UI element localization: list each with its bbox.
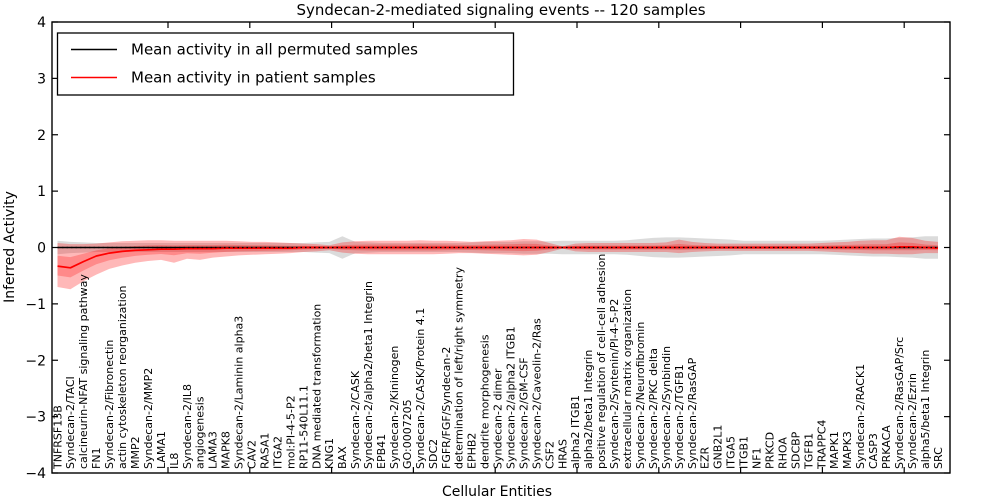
x-axis-label: Cellular Entities: [442, 484, 552, 500]
entity-label: CAV2: [246, 440, 259, 469]
entity-label: ITGB1: [738, 436, 751, 469]
entity-label: CSF2: [543, 441, 556, 469]
entity-label: NF1: [751, 447, 764, 469]
entity-label: DNA mediated transformation: [310, 304, 323, 469]
patient-std-band-inner: [57, 242, 938, 278]
y-tick-label: −2: [25, 353, 46, 369]
entity-label: Syndecan-2/CASK: [349, 370, 362, 469]
entity-label: SRC: [932, 447, 945, 469]
legend-label-permuted: Mean activity in all permuted samples: [131, 41, 418, 59]
patient-std-band-outer: [57, 236, 938, 290]
y-tick-label: −4: [25, 466, 46, 482]
entity-label: Syndecan-2/GM-CSF: [517, 357, 530, 469]
entity-label: GO:0007205: [401, 399, 414, 469]
entity-label: alpha5/beta1 Integrin: [919, 350, 932, 469]
entity-label: Syndecan-2/RasGAP/Src: [893, 337, 906, 469]
y-tick-label: 4: [37, 15, 46, 31]
line-layer: [57, 246, 939, 269]
entity-label: mol:PI-4-5-P2: [284, 395, 297, 469]
entity-label: calcineurin-NFAT signaling pathway: [77, 274, 90, 469]
entity-label: Syndecan-2/MMP2: [142, 368, 155, 469]
entity-label: FGFR/FGF/Syndecan-2: [440, 347, 453, 469]
entity-label: SDCBP: [789, 431, 802, 469]
entity-label: SDC2: [427, 439, 440, 469]
y-tick-label: 1: [37, 184, 46, 200]
entity-label: PRKCD: [764, 432, 777, 469]
entity-label: Syndecan-2/Synbindin: [660, 346, 673, 469]
y-tick-label: 2: [37, 128, 46, 144]
entity-label: alpha2/beta1 Integrin: [582, 350, 595, 469]
entity-label: dendrite morphogenesis: [479, 334, 492, 469]
entity-label: MMP2: [129, 436, 142, 469]
entity-label: Syndecan-2/alpha2 ITGB1: [505, 326, 518, 469]
entity-label: IL8: [168, 453, 181, 469]
entity-label: KNG1: [323, 438, 336, 469]
entity-label: Syndecan-2/Kininogen: [388, 346, 401, 469]
entity-label: Syndecan-2/PKC delta: [647, 348, 660, 469]
entity-label: Syndecan-2/Laminin alpha3: [233, 316, 246, 469]
entity-label: Syndecan-2/Fibronectin: [103, 340, 116, 469]
entity-label: MAPK8: [220, 431, 233, 469]
entity-label: Syndecan-2/TGFB1: [673, 364, 686, 469]
entity-label: RHOA: [776, 437, 789, 469]
entity-label: RASA1: [259, 433, 272, 469]
y-tick-label: −3: [25, 410, 46, 426]
entity-label: Syndecan-2/CASK/Protein 4.1: [414, 308, 427, 469]
legend-box: [56, 32, 515, 96]
entity-label: Syndecan-2/IL8: [181, 384, 194, 469]
entity-label: Syndecan-2/Neurofibromin: [634, 322, 647, 469]
plot-frame: [51, 21, 951, 474]
entity-label: PRKACA: [880, 425, 893, 469]
entity-label: FN1: [90, 447, 103, 469]
legend-label-patient: Mean activity in patient samples: [131, 69, 376, 87]
entity-label: TNFRSF13B: [51, 405, 64, 470]
entity-label: Syndecan-2/Caveolin-2/Ras: [530, 318, 543, 469]
entity-label: angiogenesis: [194, 396, 207, 469]
entity-label: Syndecan-2/TACI: [64, 376, 77, 469]
entity-label: ITGA2: [271, 436, 284, 469]
entity-label: alpha2 ITGB1: [569, 395, 582, 469]
entity-label: Syndecan-2 dimer: [492, 368, 505, 469]
entity-label: Syndecan-2/RasGAP: [686, 357, 699, 469]
entity-label: EZR: [699, 447, 712, 469]
entity-label: LAMA1: [155, 431, 168, 469]
entity-label: ITGA5: [725, 436, 738, 469]
entity-label: GNB2L1: [712, 425, 725, 469]
entity-label: actin cytoskeleton reorganization: [116, 285, 129, 469]
entity-label: RP11-540L11.1: [297, 385, 310, 469]
y-axis-label: Inferred Activity: [2, 191, 18, 303]
band-layer: [57, 236, 938, 290]
y-tick-labels: 4 3 2 1 0 −1 −2 −3 −4: [25, 15, 46, 482]
y-tick-label: −1: [25, 297, 46, 313]
chart-title: Syndecan-2-mediated signaling events -- …: [296, 1, 705, 19]
entity-label: MAPK1: [828, 431, 841, 469]
entity-label: Syndecan-2/alpha2/beta1 Integrin: [362, 281, 375, 469]
entity-label: BAX: [336, 446, 349, 469]
y-tick-label: 0: [37, 241, 46, 257]
entity-label: LAMA3: [207, 431, 220, 469]
entity-label: extracellular matrix organization: [621, 289, 634, 469]
entity-label: TRAPPC4: [815, 420, 828, 470]
legend: Mean activity in all permuted samples Me…: [56, 32, 515, 96]
entity-label: EPHB2: [466, 433, 479, 469]
entity-label: positive regulation of cell-cell adhesio…: [595, 254, 608, 469]
entity-label: Syndecan-2/Ezrin: [906, 373, 919, 469]
entity-label: Syndecan-2/Syntenin/PI-4-5-P2: [608, 299, 621, 469]
entity-label: determination of left/right symmetry: [453, 267, 466, 469]
y-tick-label: 3: [37, 71, 46, 87]
entity-label: Syndecan-2/RACK1: [854, 364, 867, 469]
entity-label: TGFB1: [802, 433, 815, 470]
entity-label: CASP3: [867, 433, 880, 469]
entity-label: EPB41: [375, 434, 388, 469]
entity-label: MAPK3: [841, 431, 854, 469]
entity-label: HRAS: [556, 439, 569, 469]
